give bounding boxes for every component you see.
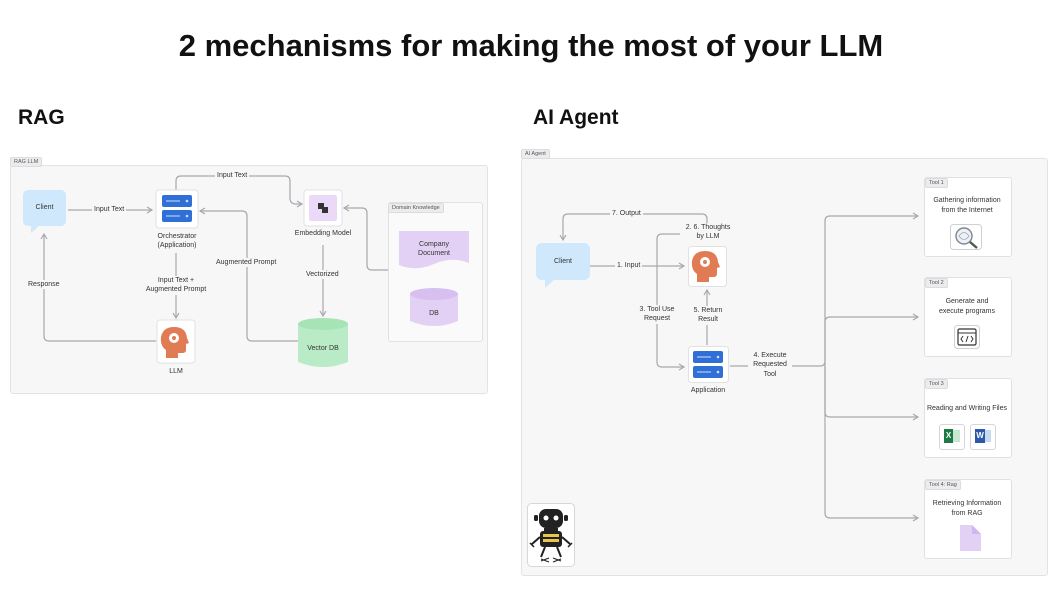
embedding-model-label: Embedding Model — [294, 230, 352, 237]
tool-2-tag: Tool 2 — [925, 278, 948, 288]
edge-label-tool-use: 3. Tool Use Request — [634, 305, 680, 324]
edge-label-execute: 4. Execute Requested Tool — [748, 351, 792, 380]
document-icon — [960, 525, 981, 551]
tool-3-text: Reading and Writing Files — [926, 405, 1008, 412]
tool-2-text: Generate and execute programs — [938, 298, 996, 315]
rag-client-label: Client — [35, 204, 54, 211]
agent-client-node — [536, 243, 590, 288]
company-document-node — [399, 231, 469, 269]
edge-tool-use — [656, 233, 686, 371]
orchestrator-server-icon — [155, 189, 199, 229]
edge-label-return-result: 5. Return Result — [688, 306, 728, 325]
embedding-model-icon — [303, 189, 343, 227]
edge-orchestrator-embedding — [175, 175, 304, 208]
edge-label-input-augmented: Input Text + Augmented Prompt — [138, 276, 214, 295]
agent-heading: AI Agent — [533, 106, 619, 129]
page-title: 2 mechanisms for making the most of your… — [178, 28, 884, 63]
edge-execute — [730, 212, 920, 367]
code-window-icon — [954, 325, 980, 349]
application-label: Application — [690, 387, 726, 394]
robot-icon — [527, 503, 575, 567]
rag-heading: RAG — [18, 106, 65, 129]
agent-llm-head-icon — [688, 246, 727, 287]
tool-3-card — [924, 378, 1012, 458]
rag-llm-label: LLM — [169, 368, 183, 375]
word-icon: W — [970, 424, 996, 450]
company-document-label: Company Document — [418, 241, 450, 258]
edge-label-output: 7. Output — [610, 209, 643, 219]
rag-panel-tag: RAG LLM — [10, 157, 43, 167]
vector-db-label: Vector DB — [307, 345, 339, 352]
tool-1-tag: Tool 1 — [925, 178, 948, 188]
tool-4-text: Retrieving Information from RAG — [932, 500, 1002, 517]
agent-panel-tag: AI Agent — [521, 149, 550, 159]
application-server-icon — [688, 346, 729, 383]
word-letter: W — [975, 429, 985, 443]
edge-label-augmented-prompt: Augmented Prompt — [214, 258, 279, 268]
rag-llm-head-icon — [156, 319, 196, 364]
rag-client-node — [23, 190, 66, 233]
excel-icon: X — [939, 424, 965, 450]
edge-label-input-text-1: Input Text — [92, 205, 127, 215]
edge-label-input-text-2: Input Text — [215, 171, 250, 181]
domain-knowledge-tag: Domain Knowledge — [388, 203, 444, 213]
excel-letter: X — [944, 429, 953, 443]
domain-db-label: DB — [429, 310, 439, 317]
agent-client-label: Client — [554, 258, 572, 265]
edge-label-vectorized: Vectorized — [304, 270, 341, 280]
edge-domain-embedding — [342, 204, 388, 271]
edge-llm-client — [40, 232, 156, 342]
edge-label-input: 1. Input — [615, 261, 643, 271]
vector-db-node — [298, 318, 348, 367]
tool-1-text: Gathering information from the Internet — [933, 197, 1001, 214]
edge-label-thoughts: 2. 6. Thoughts by LLM — [680, 223, 736, 242]
tool-1-card — [924, 177, 1012, 257]
edge-label-response: Response — [26, 280, 62, 290]
tool-4-tag: Tool 4: Rag — [925, 480, 961, 490]
browser-search-icon — [950, 224, 982, 250]
edge-vectordb-orchestrator — [198, 207, 298, 342]
domain-db-node — [410, 288, 458, 326]
tool-3-tag: Tool 3 — [925, 379, 948, 389]
orchestrator-label: Orchestrator (Application) — [157, 233, 197, 250]
